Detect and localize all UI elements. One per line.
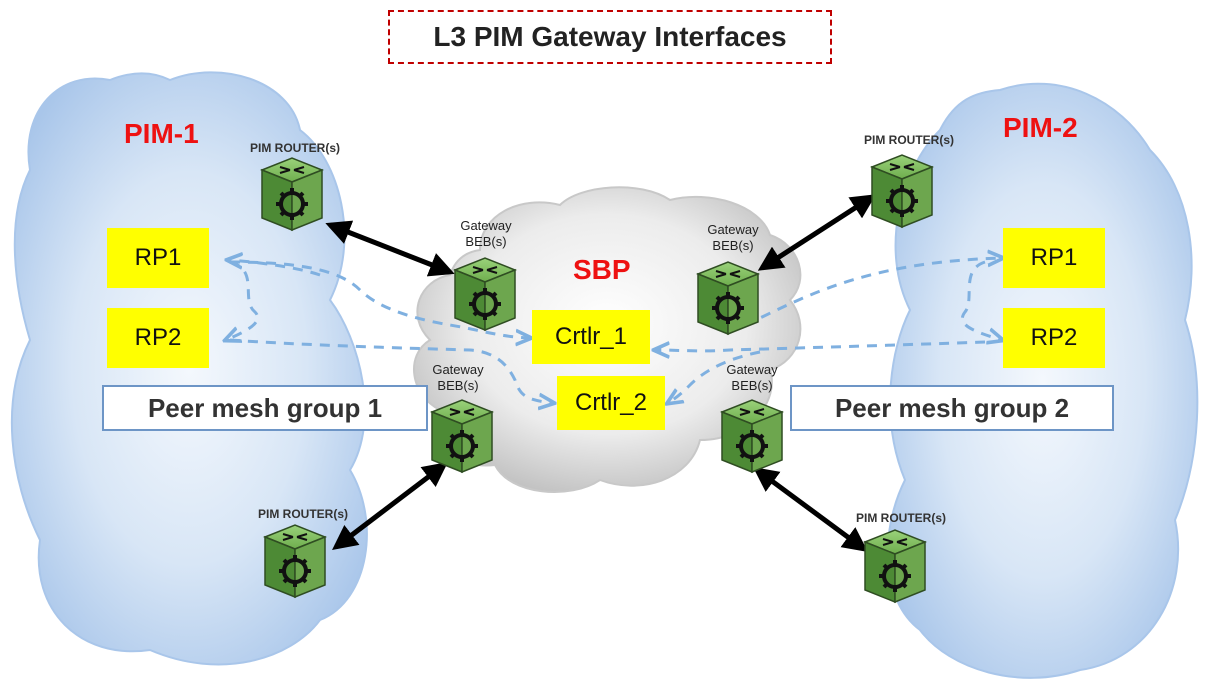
rp2-left-box: RP2 — [107, 308, 209, 368]
gateway-beb-label: Gateway BEB(s) — [418, 362, 498, 394]
gateway-line: Gateway — [707, 222, 759, 237]
pim-router-label: PIM ROUTER(s) — [856, 511, 946, 525]
pim-router-label: PIM ROUTER(s) — [250, 141, 340, 155]
controller-1-box: Crtlr_1 — [532, 310, 650, 364]
peer-mesh-group-1: Peer mesh group 1 — [102, 385, 428, 431]
rp2-right-box: RP2 — [1003, 308, 1105, 368]
pim-1-label: PIM-1 — [124, 118, 199, 149]
gateway-line: Gateway — [460, 218, 512, 233]
right-mesh-connections — [655, 258, 1002, 403]
left-mesh-connections — [226, 260, 553, 403]
rp1-left-box: RP1 — [107, 228, 209, 288]
router-icon — [720, 398, 784, 474]
router-icon — [263, 523, 327, 599]
router-icon — [430, 398, 494, 474]
diagram-title: L3 PIM Gateway Interfaces — [388, 10, 832, 64]
beb-line: BEB(s) — [712, 238, 754, 253]
beb-line: BEB(s) — [465, 234, 507, 249]
router-icon — [453, 256, 517, 332]
gateway-beb-label: Gateway BEB(s) — [712, 362, 792, 394]
router-icon — [870, 153, 934, 229]
pim-2-label: PIM-2 — [1003, 112, 1078, 143]
gateway-beb-label: Gateway BEB(s) — [446, 218, 526, 250]
router-icon — [863, 528, 927, 604]
router-icon — [696, 260, 760, 336]
sbp-label: SBP — [573, 254, 631, 285]
gateway-beb-label: Gateway BEB(s) — [693, 222, 773, 254]
pim-router-label: PIM ROUTER(s) — [864, 133, 954, 147]
pim-2-cloud — [886, 82, 1199, 679]
router-links — [325, 194, 877, 552]
gateway-line: Gateway — [726, 362, 778, 377]
gateway-line: Gateway — [432, 362, 484, 377]
beb-line: BEB(s) — [731, 378, 773, 393]
pim-router-label: PIM ROUTER(s) — [258, 507, 348, 521]
router-icon — [260, 156, 324, 232]
beb-line: BEB(s) — [437, 378, 479, 393]
peer-mesh-group-2: Peer mesh group 2 — [790, 385, 1114, 431]
rp1-right-box: RP1 — [1003, 228, 1105, 288]
controller-2-box: Crtlr_2 — [557, 376, 665, 430]
